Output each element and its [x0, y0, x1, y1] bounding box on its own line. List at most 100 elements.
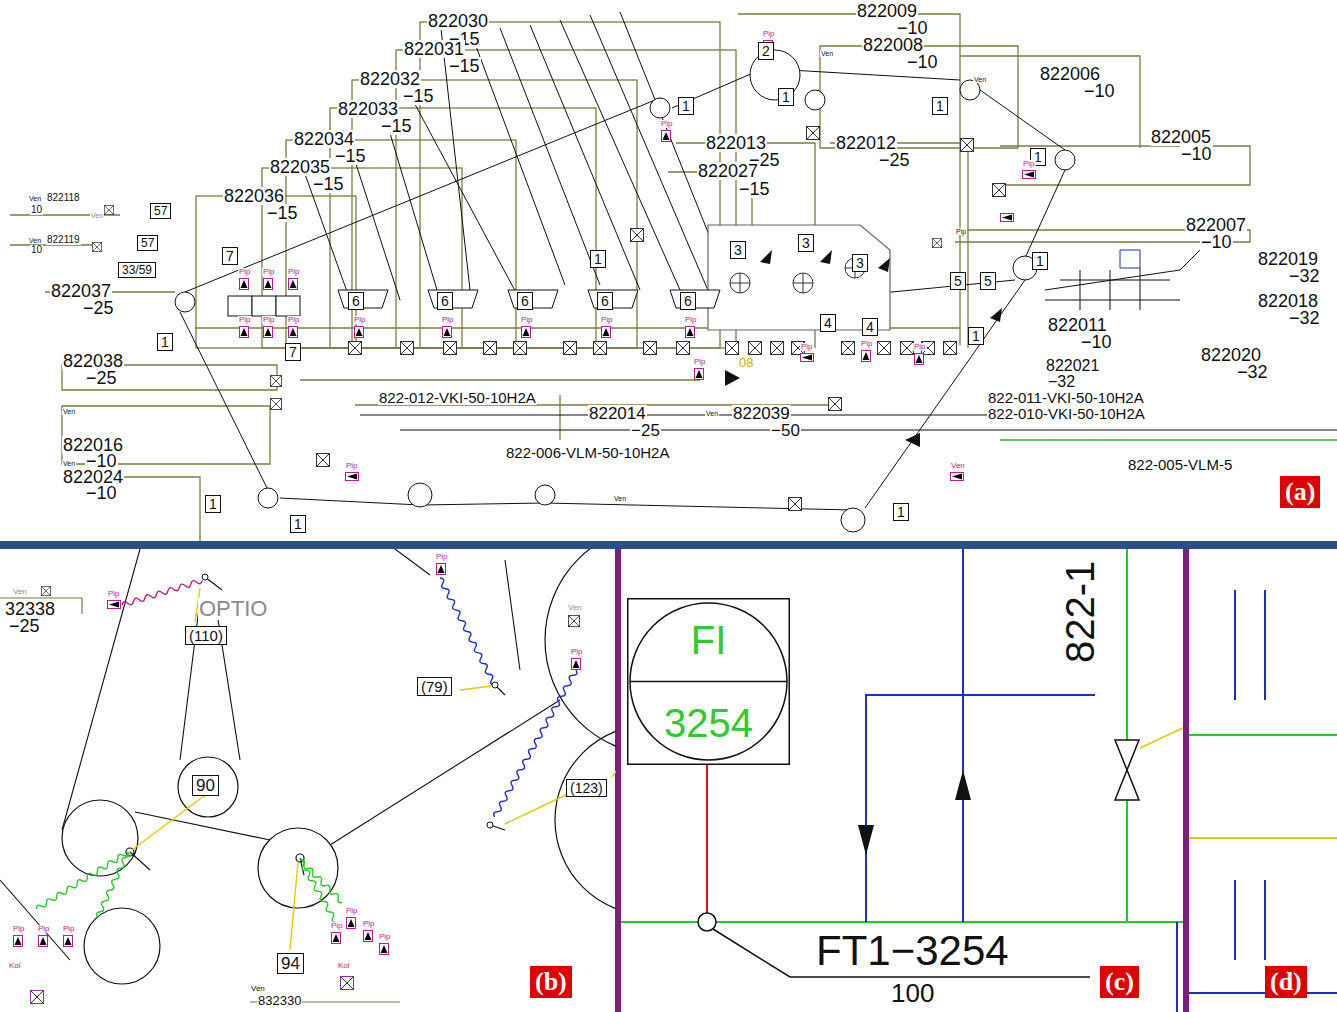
- callout-number: 6: [517, 292, 533, 310]
- pip-symbol: [108, 601, 121, 609]
- pip-symbol: [264, 327, 273, 338]
- tag-number: 822012: [835, 134, 897, 152]
- pip-symbol: [39, 936, 48, 947]
- callout-number: 6: [597, 292, 613, 310]
- callout-number: 1: [590, 250, 606, 268]
- tag-number: 822020: [1200, 346, 1262, 364]
- olive-frame: [300, 380, 840, 440]
- symbol-tag: Pip: [12, 925, 26, 933]
- pip-symbol: [14, 564, 581, 955]
- callout-number: 1: [205, 495, 221, 513]
- olive-frame: [420, 22, 720, 348]
- tag-number: 822021: [1045, 358, 1100, 374]
- valve-symbol: [944, 342, 957, 355]
- tag-number: −32: [1288, 267, 1321, 285]
- belt-line: [180, 280, 1025, 510]
- pip-symbol: [862, 351, 871, 362]
- tag-number: −15: [448, 57, 481, 75]
- tag-number: −25: [82, 299, 115, 317]
- tag-number: −10: [1200, 233, 1233, 251]
- symbol-tag: Pip: [1022, 160, 1036, 168]
- hose-end: [492, 682, 498, 688]
- symbol-tag: Ven: [62, 408, 76, 415]
- flow-arrow: [820, 250, 832, 264]
- olive-frame: [262, 168, 462, 348]
- valve-symbol: [104, 205, 113, 214]
- tag-number: −10: [906, 53, 939, 71]
- valve-symbol: [594, 342, 607, 355]
- symbol-tag: Ven: [613, 495, 627, 502]
- valve-symbol: [631, 229, 644, 242]
- callout-number: 6: [437, 292, 453, 310]
- valve-symbol: [842, 342, 855, 355]
- panel-divider: [1183, 549, 1189, 1012]
- pip-symbol: [14, 936, 23, 947]
- symbol-tag: Ven: [950, 462, 966, 470]
- symbol-tag: Pip: [435, 553, 449, 561]
- tag-number: 822027: [697, 162, 759, 180]
- callout-number: 33/59: [118, 262, 156, 278]
- hood: [228, 290, 720, 316]
- olive-frame: [820, 46, 1018, 148]
- roll: [175, 50, 1075, 532]
- flow-arrow: [725, 250, 1002, 447]
- tag-number: −15: [312, 175, 345, 193]
- valve-symbol: [564, 342, 577, 355]
- symbol-tag: Pip: [955, 228, 967, 235]
- tag-number: −32: [1047, 374, 1076, 390]
- callout-number: 57: [150, 203, 171, 219]
- symbol-tag: Pip: [62, 925, 76, 933]
- instrument-tag: FI: [691, 620, 727, 660]
- tag-number: −10: [1080, 333, 1113, 351]
- panel-c-drawing: [962, 549, 964, 922]
- callout-number: 3: [852, 254, 868, 272]
- symbol-tag: Ven: [62, 460, 76, 467]
- belt-line: [180, 12, 1337, 510]
- belt-line: [360, 415, 1337, 430]
- hose-line: [35, 577, 578, 929]
- pip-symbol: [686, 327, 695, 338]
- tag-number: 822018: [1257, 292, 1319, 310]
- callout-number: 7: [285, 343, 301, 361]
- hood: [428, 290, 478, 308]
- valve-symbol: [444, 342, 457, 355]
- valve-symbol: [771, 342, 784, 355]
- tag-number: −32: [1236, 363, 1269, 381]
- symbol-tag: Ven: [567, 604, 583, 612]
- symbol-tag: Pip: [287, 268, 301, 276]
- roll: [545, 549, 616, 755]
- roll: [960, 80, 980, 100]
- callout-number: 5: [950, 272, 966, 290]
- belt-line: [1045, 250, 1200, 310]
- pip-symbol: [437, 564, 446, 575]
- valve-symbol: [514, 342, 527, 355]
- callout-number: 94: [277, 953, 304, 974]
- headbox-symbol: [730, 273, 750, 293]
- hood: [276, 296, 300, 316]
- panel-d-drawing: [1235, 590, 1265, 960]
- pip-symbol: [915, 354, 924, 365]
- instrument-outline: [630, 603, 787, 760]
- tag-number: 822009: [856, 2, 918, 20]
- roll: [1055, 150, 1075, 170]
- callout-number: 3: [730, 241, 746, 259]
- headbox-symbol: [793, 273, 813, 293]
- panel-d-drawing: [1189, 590, 1337, 993]
- valve-symbol: [878, 342, 891, 355]
- pip-symbol: [522, 327, 531, 338]
- olive-frame: [196, 196, 356, 348]
- valve-symbol: [677, 342, 690, 355]
- felt-line: [0, 549, 560, 960]
- pip-symbol: [572, 659, 581, 670]
- olive-frame: [10, 215, 120, 245]
- tag-number: 822118: [46, 193, 81, 203]
- symbol-tag: Pip: [287, 316, 301, 324]
- symbol-tag: Pip: [262, 316, 276, 324]
- pip-symbol: [1001, 214, 1014, 222]
- symbol-tag: Kol: [337, 962, 351, 970]
- tag-number: 822006: [1039, 65, 1101, 83]
- tag-number: −10: [896, 19, 929, 37]
- panel-c-drawing: [621, 549, 1183, 1012]
- valve-symbol: [961, 139, 974, 152]
- tag-number: −25: [630, 422, 661, 439]
